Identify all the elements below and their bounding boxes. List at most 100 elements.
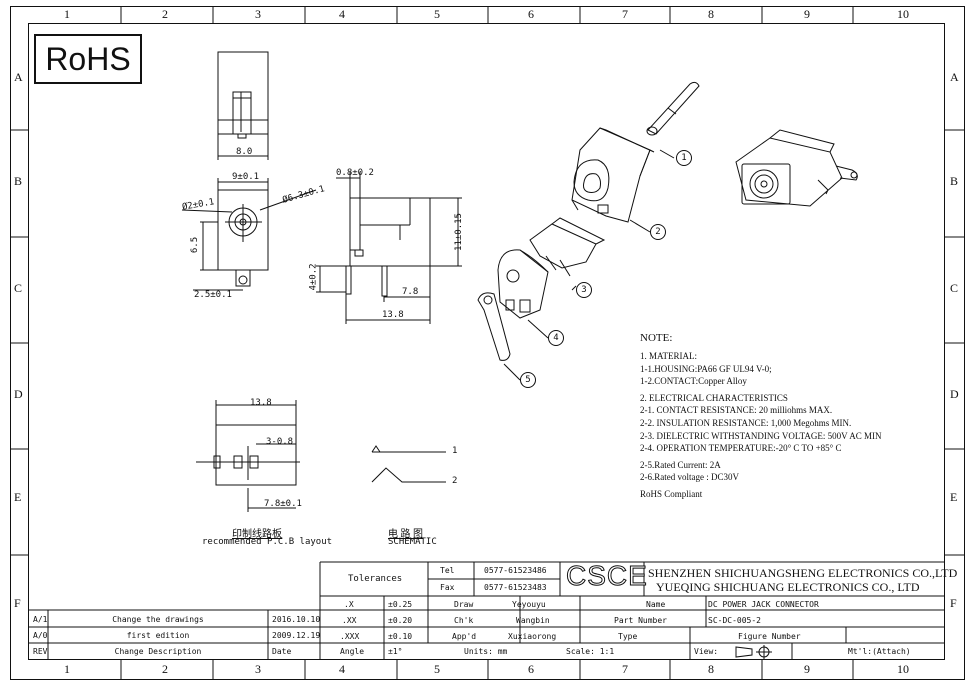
scale-label: Scale: 1:1 [566,647,615,656]
revision-desc: Change Description [114,647,202,656]
note-line: 1-1.HOUSING:PA66 GF UL94 V-0; [640,363,772,374]
view-label: View: [694,647,719,656]
note-line: 2-6.Rated voltage : DC30V [640,472,739,483]
tel-label: Tel [440,566,455,575]
zone-row-e-left: E [14,490,22,504]
revision-desc: first edition [126,631,190,640]
revision-rev: A/1 [33,615,48,624]
pcb-layout-drawing [196,400,300,512]
name-label: Name [646,600,666,609]
zone-column-1-bottom: 1 [64,662,70,676]
row-ticks [10,129,965,556]
zone-column-2-bottom: 2 [162,662,168,676]
pcb-caption-cn: 印制线路板 [232,529,282,540]
zone-column-4-bottom: 4 [339,662,345,676]
zone-column-7-bottom: 7 [622,662,628,676]
fax-value: 0577-61523483 [484,583,547,592]
zone-row-e-right: E [950,490,958,504]
zone-column-8-top: 8 [708,7,714,21]
tol-xx-val: ±0.20 [388,616,413,625]
inner-frame [28,23,945,660]
dim-front-width: 9±0.1 [232,172,260,182]
zone-column-9-top: 9 [804,7,810,21]
zone-column-5-top: 5 [434,7,440,21]
revision-date: 2016.10.10 [272,615,321,624]
tol-angle-val: ±1° [388,647,403,656]
callout-4: 4 [548,330,564,346]
note-line: 2-4. OPERATION TEMPERATURE:-20° C TO +85… [640,443,842,454]
column-ticks [120,6,854,680]
schematic-caption-cn: 电 路 图 [388,529,423,540]
zone-column-10-bottom: 10 [897,662,909,676]
name-value: DC POWER JACK CONNECTOR [708,600,819,609]
tol-xxx-val: ±0.10 [388,632,413,641]
note-line: 2. ELECTRICAL CHARACTERISTICS [640,392,788,403]
units-label: Units: mm [464,647,508,656]
zone-column-3-top: 3 [255,7,261,21]
dim-side-length: 13.8 [382,310,404,320]
fax-label: Fax [440,583,455,592]
company-name-2: YUEQING SHICHUANG ELECTRONICS CO., LTD [656,580,920,594]
note-line: RoHS Compliant [640,488,703,499]
tol-x-val: ±0.25 [388,600,413,609]
zone-row-a-left: A [14,70,23,84]
top-view-drawing [217,51,269,160]
zone-row-a-right: A [950,70,959,84]
callout-5: 5 [520,372,536,388]
note-line: 1-2.CONTACT:Copper Alloy [640,376,747,387]
part-label: Part Number [614,616,667,625]
revision-desc: Change the drawings [112,615,204,624]
dim-side-height: 11±0.15 [453,213,464,251]
zone-column-1-top: 1 [64,7,70,21]
company-name-1: SHENZHEN SHICHUANGSHENG ELECTRONICS CO.,… [648,566,958,580]
dim-side-pin-pos: 7.8 [402,287,419,297]
callout-3: 3 [576,282,592,298]
dim-pcb-length: 13.8 [250,398,272,408]
figure-label: Figure Number [738,632,801,641]
notes-lines: 1. MATERIAL:1-1.HOUSING:PA66 GF UL94 V-0… [640,350,940,501]
zone-row-b-left: B [14,174,23,188]
zone-row-b-right: B [950,174,959,188]
revision-date: Date [272,647,292,656]
projection-view-symbol [735,645,772,659]
notes-title: NOTE: [640,332,673,344]
zone-column-10-top: 10 [897,7,909,21]
dim-side-pin-len: 4±0.2 [308,263,319,291]
zone-row-c-left: C [14,281,23,295]
front-view-drawing [181,178,317,291]
dim-pcb-pin-pos: 7.8±0.1 [264,499,302,509]
material-label: Mt'l:(Attach) [848,647,911,656]
notes-block: NOTE: 1. MATERIAL:1-1.HOUSING:PA66 GF UL… [640,332,940,501]
appd-label: App'd [452,632,477,641]
schematic-caption-en: SCHEMATIC [388,537,437,547]
note-line: 2-5.Rated Current: 2A [640,459,721,470]
side-view-drawing [316,172,462,324]
rohs-logo: RoHS [34,34,142,84]
schematic-pin-1: 1 [452,446,458,456]
dim-pcb-hole-spacing: 3-0.8 [266,437,294,447]
zone-column-2-top: 2 [162,7,168,21]
chk-label: Ch'k [454,616,474,625]
zone-row-f-left: F [14,596,21,610]
zone-row-c-right: C [950,281,959,295]
chk-value: Wangbin [516,616,550,625]
part-value: SC-DC-005-2 [708,616,761,625]
note-line: 2-1. CONTACT RESISTANCE: 20 milliohms MA… [640,405,833,416]
dim-side-thickness: 0.8±0.2 [336,168,374,178]
note-line: 2-2. INSULATION RESISTANCE: 1,000 Megohm… [640,417,852,428]
exploded-view-drawing [477,81,858,381]
schematic-drawing [371,445,446,483]
zone-column-6-bottom: 6 [528,662,534,676]
pcb-caption-en: recommended P.C.B layout [202,537,333,547]
zone-column-3-bottom: 3 [255,662,261,676]
zone-column-7-top: 7 [622,7,628,21]
note-line: 2-3. DIELECTRIC WITHSTANDING VOLTAGE: 50… [640,430,882,441]
revision-rev: A/0 [33,631,48,640]
zone-column-5-bottom: 5 [434,662,440,676]
tol-x-key: .X [344,600,354,609]
callout-1: 1 [676,150,692,166]
zone-column-6-top: 6 [528,7,534,21]
tol-xx-key: .XX [342,616,357,625]
draw-value: Yeyouyu [512,600,546,609]
draw-label: Draw [454,600,474,609]
